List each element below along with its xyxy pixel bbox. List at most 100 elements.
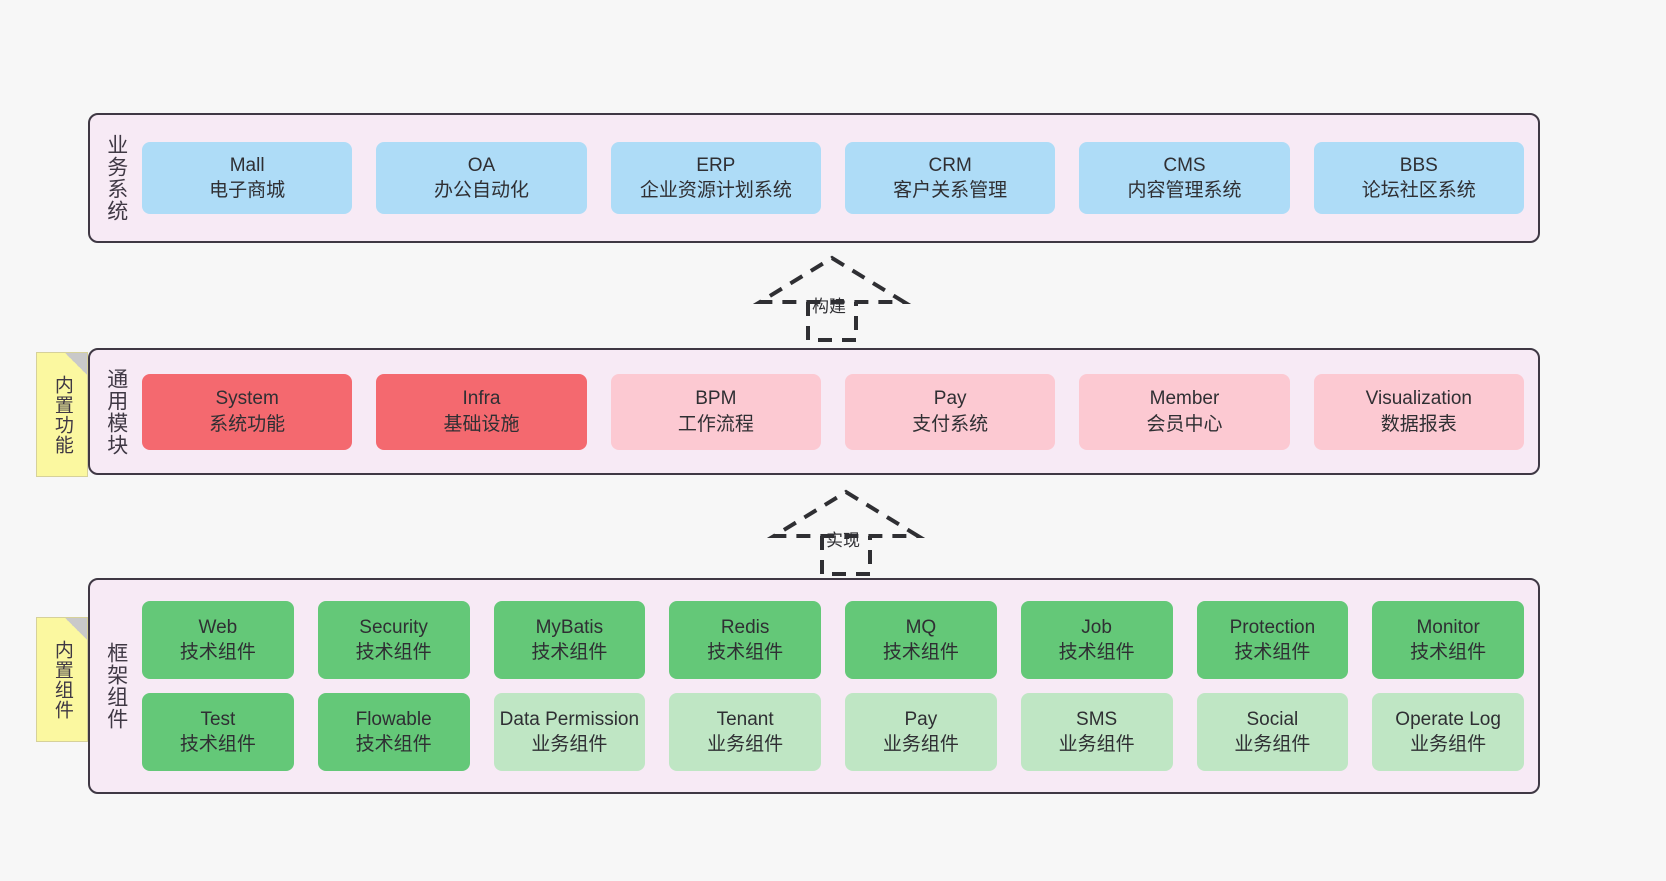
node-visualization-cn: 数据报表 <box>1380 413 1457 435</box>
connector-stem-icon <box>806 302 858 342</box>
node-mall[interactable]: Mall 电子商城 <box>142 142 353 214</box>
node-operate-log-cn: 业务组件 <box>1410 734 1487 755</box>
node-security[interactable]: Security 技术组件 <box>317 601 470 679</box>
node-flowable-cn: 技术组件 <box>355 734 432 755</box>
business-row-1: Mall 电子商城 OA 办公自动化 ERP 企业资源计划系统 CRM 客户关系… <box>142 142 1524 214</box>
node-member-en: Member <box>1149 388 1220 410</box>
node-mq[interactable]: MQ 技术组件 <box>845 601 997 679</box>
folded-corner-icon <box>65 618 87 640</box>
node-mall-cn: 电子商城 <box>209 180 286 201</box>
node-mall-en: Mall <box>229 154 265 176</box>
sticky-note-builtin-components: 内置组件 <box>36 617 88 742</box>
node-bbs[interactable]: BBS 论坛社区系统 <box>1313 142 1524 214</box>
node-redis-cn: 技术组件 <box>707 642 784 663</box>
node-sms-en: SMS <box>1076 708 1118 730</box>
node-web[interactable]: Web 技术组件 <box>142 601 294 679</box>
node-protection-cn: 技术组件 <box>1234 642 1311 663</box>
layer-business-systems: 业务系统 Mall 电子商城 OA 办公自动化 ERP 企业资源计划系统 CRM… <box>88 113 1540 243</box>
node-member[interactable]: Member 会员中心 <box>1079 373 1290 450</box>
node-cms-cn: 内容管理系统 <box>1127 180 1242 201</box>
node-pay-module-en: Pay <box>933 388 967 410</box>
node-visualization-en: Visualization <box>1365 388 1472 410</box>
connector-build-label: 构建 <box>812 297 846 316</box>
node-data-permission[interactable]: Data Permission 业务组件 <box>493 693 646 771</box>
node-infra-en: Infra <box>462 388 501 410</box>
node-cms-en: CMS <box>1163 154 1206 176</box>
node-oa-en: OA <box>467 154 496 176</box>
node-security-en: Security <box>359 616 428 638</box>
node-social[interactable]: Social 业务组件 <box>1196 693 1349 771</box>
node-pay-component[interactable]: Pay 业务组件 <box>845 693 997 771</box>
node-monitor-cn: 技术组件 <box>1410 642 1487 663</box>
node-bbs-cn: 论坛社区系统 <box>1361 180 1476 201</box>
node-monitor-en: Monitor <box>1416 616 1480 638</box>
node-crm[interactable]: CRM 客户关系管理 <box>844 142 1056 214</box>
sticky-note-builtin-features: 内置功能 <box>36 352 88 477</box>
framework-row-2: Test 技术组件 Flowable 技术组件 Data Permission … <box>142 693 1524 771</box>
node-test-cn: 技术组件 <box>179 734 256 755</box>
node-web-en: Web <box>198 616 238 638</box>
node-crm-cn: 客户关系管理 <box>893 180 1008 201</box>
node-mq-en: MQ <box>905 616 937 638</box>
node-erp-cn: 企业资源计划系统 <box>639 180 792 201</box>
node-data-permission-cn: 业务组件 <box>531 734 608 755</box>
node-protection[interactable]: Protection 技术组件 <box>1196 601 1349 679</box>
node-monitor[interactable]: Monitor 技术组件 <box>1372 601 1524 679</box>
node-data-permission-en: Data Permission <box>499 708 640 730</box>
node-infra-cn: 基础设施 <box>443 413 520 435</box>
node-pay-module-cn: 支付系统 <box>912 413 989 435</box>
node-tenant-cn: 业务组件 <box>707 734 784 755</box>
layer-common-modules-body: System 系统功能 Infra 基础设施 BPM 工作流程 Pay 支付系统… <box>142 350 1538 473</box>
node-cms[interactable]: CMS 内容管理系统 <box>1079 142 1290 214</box>
layer-business-systems-title: 业务系统 <box>104 134 128 222</box>
connector-stem-icon <box>820 536 872 576</box>
node-social-en: Social <box>1246 708 1299 730</box>
node-sms-cn: 业务组件 <box>1058 734 1135 755</box>
generalization-triangle-icon <box>752 255 912 304</box>
node-pay-module[interactable]: Pay 支付系统 <box>844 373 1056 450</box>
node-protection-en: Protection <box>1229 616 1316 638</box>
node-system[interactable]: System 系统功能 <box>142 373 353 450</box>
node-redis[interactable]: Redis 技术组件 <box>669 601 821 679</box>
layer-framework-components-body: Web 技术组件 Security 技术组件 MyBatis 技术组件 Redi… <box>142 580 1538 792</box>
node-bpm[interactable]: BPM 工作流程 <box>610 373 821 450</box>
node-redis-en: Redis <box>720 616 770 638</box>
node-pay-component-en: Pay <box>904 708 938 730</box>
layer-framework-components-title: 框架组件 <box>104 642 128 730</box>
layer-common-modules-title: 通用模块 <box>104 367 128 456</box>
node-web-cn: 技术组件 <box>179 642 256 663</box>
node-member-cn: 会员中心 <box>1146 413 1223 435</box>
node-sms[interactable]: SMS 业务组件 <box>1020 693 1173 771</box>
node-oa[interactable]: OA 办公自动化 <box>376 142 587 214</box>
layer-framework-components: 框架组件 Web 技术组件 Security 技术组件 MyBatis 技术组件… <box>88 578 1540 794</box>
node-bbs-en: BBS <box>1399 154 1438 176</box>
node-bpm-cn: 工作流程 <box>677 413 754 435</box>
node-test-en: Test <box>200 708 236 730</box>
node-oa-cn: 办公自动化 <box>433 180 529 201</box>
node-job[interactable]: Job 技术组件 <box>1020 601 1173 679</box>
node-tenant[interactable]: Tenant 业务组件 <box>669 693 821 771</box>
node-tenant-en: Tenant <box>716 708 774 730</box>
layer-business-systems-body: Mall 电子商城 OA 办公自动化 ERP 企业资源计划系统 CRM 客户关系… <box>142 115 1538 241</box>
node-erp-en: ERP <box>696 154 736 176</box>
node-job-en: Job <box>1081 616 1112 638</box>
node-test[interactable]: Test 技术组件 <box>142 693 294 771</box>
node-visualization[interactable]: Visualization 数据报表 <box>1313 373 1524 450</box>
node-erp[interactable]: ERP 企业资源计划系统 <box>610 142 821 214</box>
layer-common-modules: 通用模块 System 系统功能 Infra 基础设施 BPM 工作流程 Pay… <box>88 348 1540 475</box>
folded-corner-icon <box>65 353 87 375</box>
node-mybatis-en: MyBatis <box>535 616 604 638</box>
node-security-cn: 技术组件 <box>355 642 432 663</box>
framework-row-1: Web 技术组件 Security 技术组件 MyBatis 技术组件 Redi… <box>142 601 1524 679</box>
node-mybatis-cn: 技术组件 <box>531 642 608 663</box>
node-system-cn: 系统功能 <box>209 413 286 435</box>
node-mq-cn: 技术组件 <box>882 642 959 663</box>
generalization-triangle-icon <box>766 489 926 538</box>
node-infra[interactable]: Infra 基础设施 <box>376 373 587 450</box>
node-job-cn: 技术组件 <box>1058 642 1135 663</box>
node-mybatis[interactable]: MyBatis 技术组件 <box>493 601 646 679</box>
node-operate-log[interactable]: Operate Log 业务组件 <box>1372 693 1524 771</box>
node-flowable[interactable]: Flowable 技术组件 <box>317 693 470 771</box>
node-operate-log-en: Operate Log <box>1395 708 1501 730</box>
